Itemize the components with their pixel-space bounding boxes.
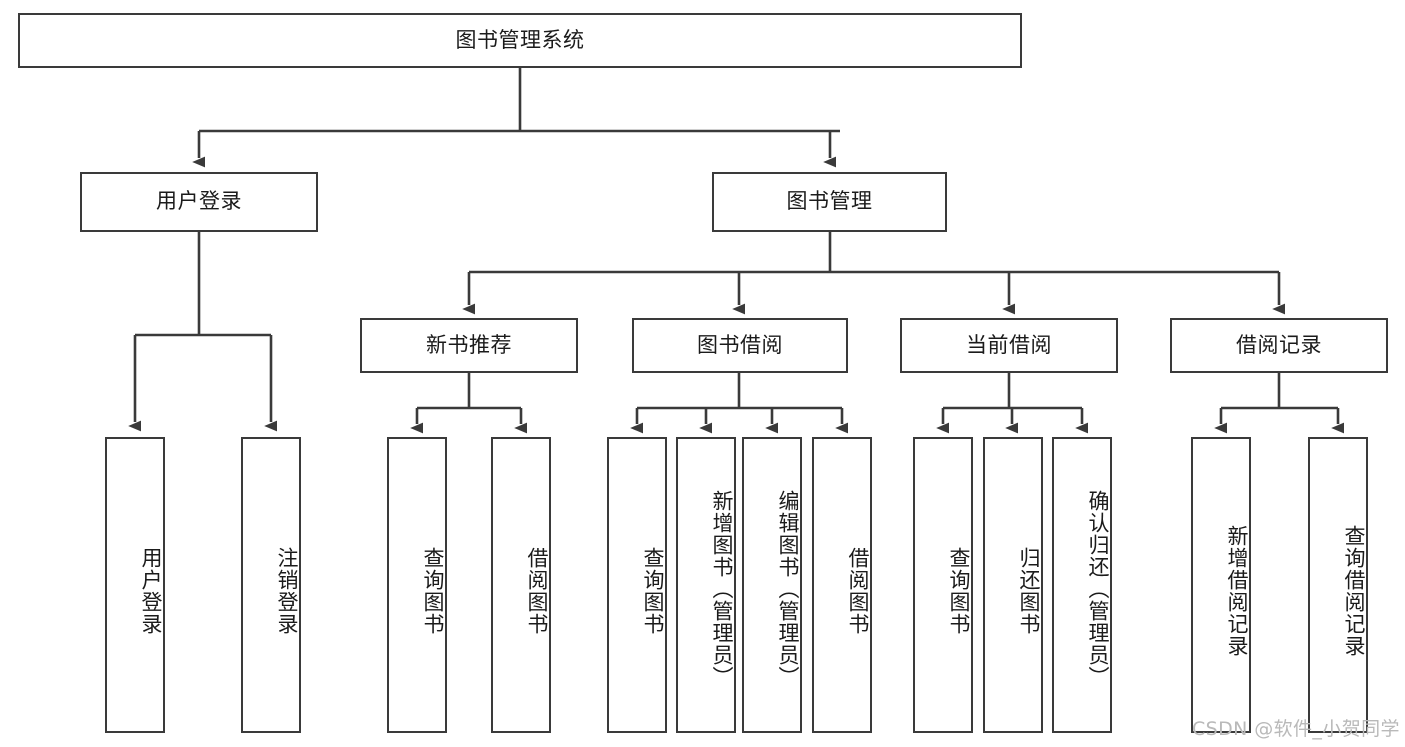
node-label: 借阅图书 (846, 547, 870, 635)
node-root-book-management-system[interactable]: 图书管理系统 (18, 13, 1022, 68)
node-label: 借阅记录 (1236, 332, 1322, 357)
node-label: 查询图书 (641, 547, 665, 635)
node-label: 图书管理系统 (455, 27, 585, 52)
node-label: 编辑图书（管理员） (776, 490, 800, 688)
node-label: 查询图书 (421, 547, 445, 635)
leaf-query-borrow-record[interactable]: 查询借阅记录 (1308, 437, 1368, 733)
leaf-return-book[interactable]: 归还图书 (983, 437, 1043, 733)
node-label: 用户登录 (156, 189, 242, 214)
node-label: 新增图书（管理员） (710, 490, 734, 688)
node-borrow-record[interactable]: 借阅记录 (1170, 318, 1388, 373)
node-label: 查询图书 (947, 547, 971, 635)
leaf-add-book-admin[interactable]: 新增图书（管理员） (676, 437, 736, 733)
node-label: 用户登录 (139, 547, 163, 635)
leaf-query-book-recommend[interactable]: 查询图书 (387, 437, 447, 733)
node-label: 确认归还（管理员） (1086, 490, 1110, 688)
node-label: 图书管理 (786, 189, 873, 214)
node-label: 当前借阅 (966, 332, 1052, 357)
leaf-query-book-current[interactable]: 查询图书 (913, 437, 973, 733)
leaf-add-borrow-record[interactable]: 新增借阅记录 (1191, 437, 1251, 733)
leaf-user-login[interactable]: 用户登录 (105, 437, 165, 733)
node-book-management[interactable]: 图书管理 (712, 172, 947, 232)
node-label: 归还图书 (1017, 547, 1041, 635)
leaf-logout-login[interactable]: 注销登录 (241, 437, 301, 733)
leaf-confirm-return-admin[interactable]: 确认归还（管理员） (1052, 437, 1112, 733)
node-current-borrow[interactable]: 当前借阅 (900, 318, 1118, 373)
node-label: 新书推荐 (426, 332, 512, 357)
node-label: 查询借阅记录 (1342, 525, 1366, 657)
leaf-borrow-book[interactable]: 借阅图书 (812, 437, 872, 733)
node-new-book-recommend[interactable]: 新书推荐 (360, 318, 578, 373)
leaf-query-book-borrow[interactable]: 查询图书 (607, 437, 667, 733)
node-label: 借阅图书 (525, 547, 549, 635)
node-book-borrow[interactable]: 图书借阅 (632, 318, 848, 373)
leaf-borrow-book-recommend[interactable]: 借阅图书 (491, 437, 551, 733)
leaf-edit-book-admin[interactable]: 编辑图书（管理员） (742, 437, 802, 733)
node-user-login[interactable]: 用户登录 (80, 172, 318, 232)
node-label: 注销登录 (275, 547, 299, 635)
node-label: 图书借阅 (697, 332, 783, 357)
csdn-watermark: CSDN @软件_小贺同学 (1192, 718, 1400, 740)
node-label: 新增借阅记录 (1225, 525, 1249, 657)
